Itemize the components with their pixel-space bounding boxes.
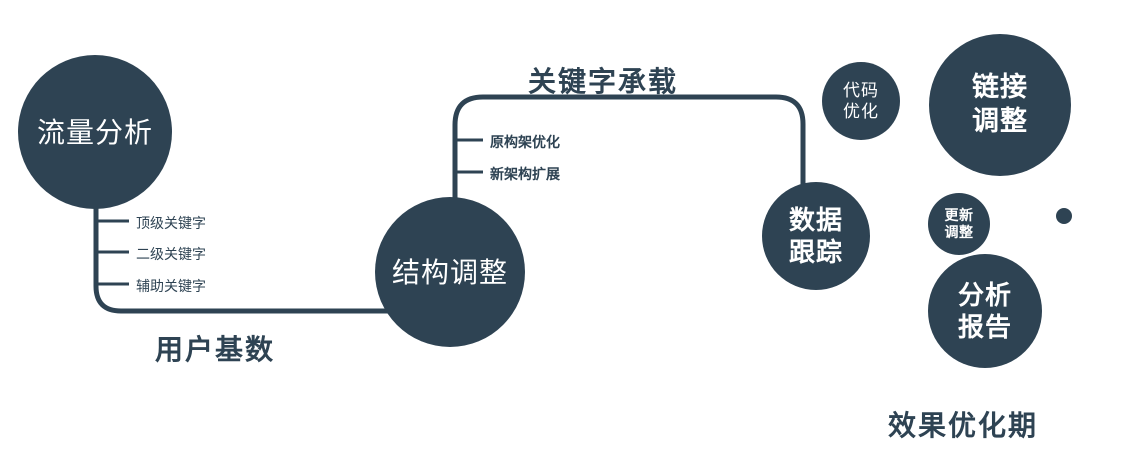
node-link-adjustment-line2: 调整 — [972, 106, 1028, 136]
branch-label-new-framework-expansion: 新架构扩展 — [490, 166, 560, 182]
branch-ticks-structure — [455, 138, 483, 174]
node-link-adjustment-line1: 链接 — [972, 72, 1028, 103]
node-traffic-analysis: 流量分析 — [18, 55, 172, 209]
node-code-optimization: 代码 优化 — [822, 62, 900, 140]
node-analysis-report: 分析 报告 — [928, 254, 1042, 368]
node-update-adjustment-line1: 更新 — [944, 206, 974, 223]
node-analysis-report-line1: 分析 — [957, 279, 1012, 310]
branch-label-original-framework-optimization: 原构架优化 — [490, 134, 560, 150]
node-structure-adjustment: 结构调整 — [375, 197, 525, 347]
node-update-adjustment-line2: 调整 — [944, 224, 974, 240]
node-link-adjustment: 链接 调整 — [929, 34, 1071, 176]
node-data-tracking-line1: 数据 — [788, 204, 843, 235]
node-traffic-analysis-label: 流量分析 — [36, 116, 153, 148]
node-data-tracking: 数据 跟踪 — [762, 182, 870, 290]
branch-label-top-keywords: 顶级关键字 — [136, 215, 206, 231]
edge-structure-to-tracking — [452, 94, 806, 272]
node-structure-adjustment-label: 结构调整 — [391, 256, 508, 288]
edge-traffic-to-structure — [93, 150, 452, 314]
node-code-optimization-line1: 代码 — [843, 80, 879, 100]
node-code-optimization-line2: 优化 — [843, 102, 879, 121]
branch-label-auxiliary-keywords: 辅助关键字 — [136, 278, 206, 294]
branch-ticks-traffic — [96, 219, 129, 286]
node-update-adjustment: 更新 调整 — [928, 193, 990, 255]
bullet-dot — [1056, 208, 1072, 224]
caption-effect-optimization-period: 效果优化期 — [888, 410, 1039, 441]
edge-label-keyword-carrying: 关键字承载 — [528, 66, 679, 97]
node-data-tracking-line2: 跟踪 — [788, 237, 843, 267]
branch-label-secondary-keywords: 二级关键字 — [136, 246, 206, 262]
node-analysis-report-line2: 报告 — [957, 312, 1012, 342]
edge-label-user-base: 用户基数 — [155, 334, 276, 365]
